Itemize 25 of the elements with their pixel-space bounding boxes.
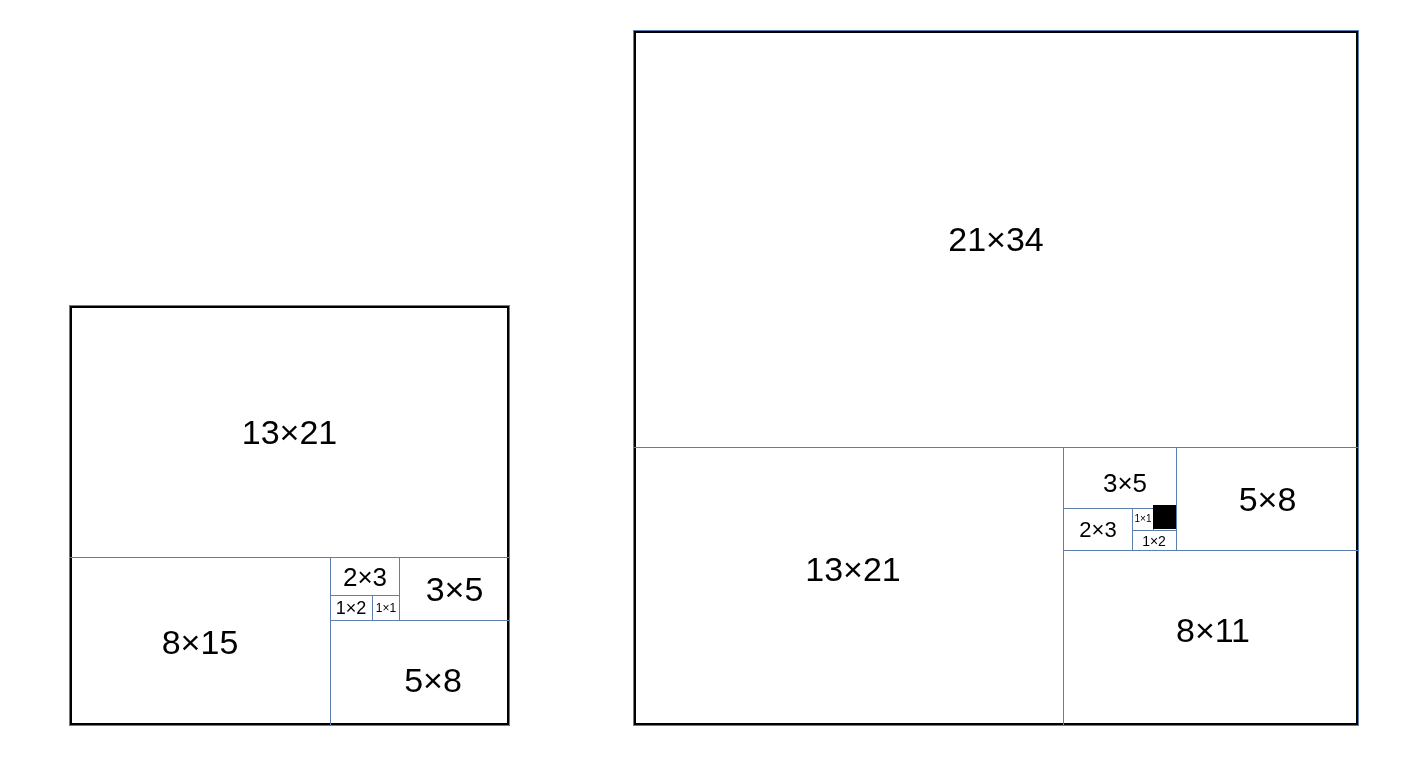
rectangle-region	[69, 305, 510, 558]
size-label: 21×34	[948, 222, 1044, 256]
size-label: 8×11	[1175, 613, 1251, 647]
rectangle-region	[330, 620, 510, 726]
square-outline	[69, 305, 510, 726]
size-label: 1×2	[335, 599, 367, 617]
size-label: 13×21	[241, 414, 338, 449]
rectangle-region	[633, 447, 1064, 726]
size-label: 5×8	[1238, 482, 1297, 516]
rectangle-region	[1176, 447, 1359, 551]
rectangle-region	[69, 557, 331, 726]
size-label: 1×1	[1134, 514, 1152, 524]
size-label: 5×8	[404, 663, 462, 697]
size-label: 3×5	[1102, 470, 1148, 496]
size-label: 2×3	[1079, 519, 1117, 541]
size-label: 1×2	[1142, 534, 1166, 548]
square-outline	[633, 30, 1359, 726]
size-label: 3×5	[425, 572, 484, 606]
size-label: 2×3	[342, 563, 388, 590]
size-label: 8×15	[161, 624, 239, 659]
rectangle-region	[633, 30, 1359, 448]
size-label: 13×21	[805, 552, 901, 586]
size-label: 1×1	[375, 602, 397, 614]
rectangle-region	[1063, 550, 1359, 726]
filled-square	[1153, 505, 1177, 529]
